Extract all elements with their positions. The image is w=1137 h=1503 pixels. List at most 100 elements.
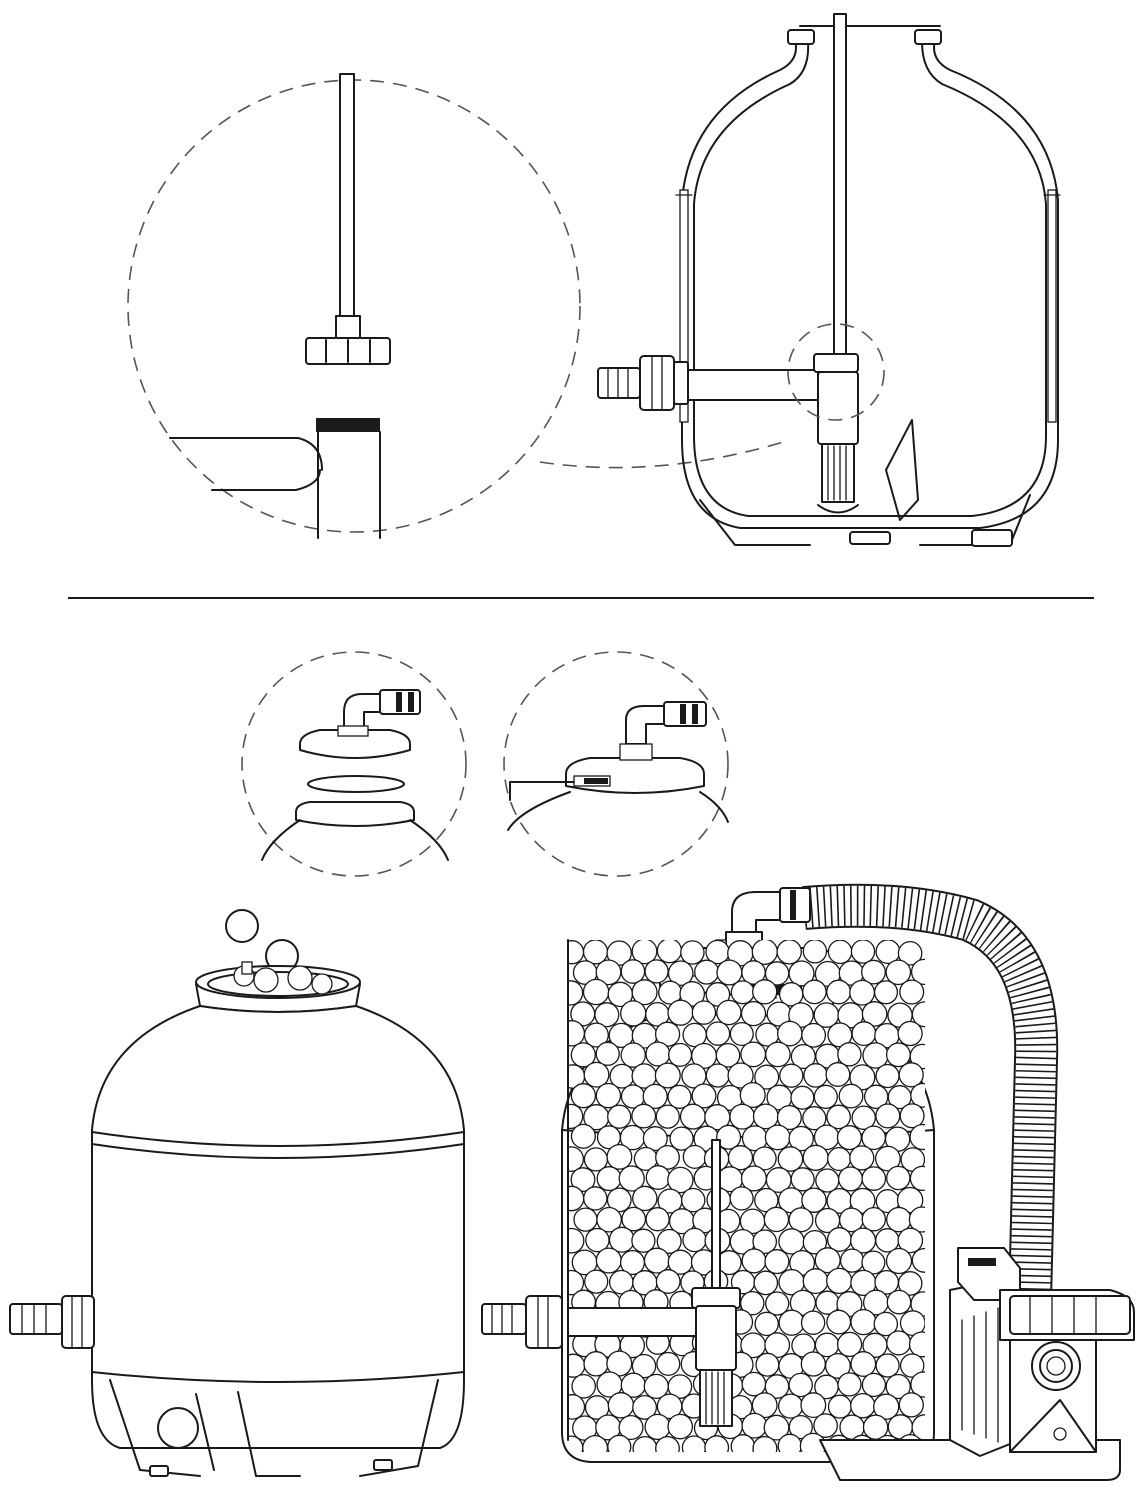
filter-ball (583, 1186, 608, 1211)
filter-ball (568, 1394, 586, 1420)
filter-ball (765, 1041, 791, 1068)
top-detail-callout (127, 73, 581, 539)
filter-ball (836, 1331, 863, 1358)
internal-inlet-pipe (567, 1307, 705, 1337)
filter-ball (908, 1331, 925, 1358)
filter-ball (621, 1206, 647, 1232)
filter-ball (849, 1187, 876, 1214)
filter-ball (691, 1000, 717, 1025)
filter-ball (705, 1021, 731, 1046)
filter-ball (897, 1020, 923, 1047)
filter-ball (568, 980, 584, 1006)
collector-screen (821, 443, 855, 503)
filter-ball (825, 1062, 851, 1087)
filter-ball (779, 1063, 804, 1088)
filter-ball (645, 1207, 670, 1232)
filter-ball (594, 1002, 620, 1028)
filter-ball (752, 1146, 777, 1171)
filter-ball (754, 1311, 779, 1337)
filter-ball (752, 1229, 778, 1255)
filter-ball (596, 1206, 622, 1233)
filter-ball (802, 1229, 828, 1255)
filter-ball (655, 1104, 680, 1129)
filter-ball (755, 1352, 780, 1377)
filter-ball-falling (225, 909, 259, 943)
filter-ball (655, 1144, 680, 1170)
filter-ball (751, 1392, 778, 1419)
filter-ball (645, 1165, 671, 1190)
filter-balls-fill (568, 940, 925, 1452)
filter-ball (777, 1146, 804, 1172)
filter-ball (788, 1372, 813, 1398)
filter-ball (911, 1247, 925, 1273)
filter-ball (861, 1250, 886, 1275)
filter-ball (875, 1353, 900, 1378)
filter-ball (715, 1042, 741, 1068)
filter-ball (669, 1126, 694, 1151)
filter-ball (764, 1332, 791, 1359)
filter-ball (595, 1041, 620, 1066)
filter-ball (727, 1145, 754, 1171)
filter-ball (815, 1168, 840, 1193)
filter-ball (851, 1105, 876, 1130)
filter-ball (910, 1371, 925, 1398)
filter-ball (897, 1271, 923, 1296)
collector-screen (699, 1369, 733, 1427)
filter-ball (682, 1227, 707, 1253)
filter-ball (777, 1393, 804, 1419)
filter-ball (668, 1042, 693, 1067)
filter-ball (837, 1372, 862, 1397)
center-rod (339, 73, 355, 317)
filter-ball (788, 1125, 814, 1152)
filter-ball (568, 1269, 585, 1296)
filter-ball (873, 1393, 900, 1420)
filter-ball (607, 1392, 635, 1419)
filter-ball (861, 1166, 887, 1191)
filter-ball (764, 1249, 790, 1275)
filter-ball (788, 960, 815, 987)
lid-clamp-callout (503, 651, 729, 877)
filter-ball (836, 1125, 862, 1151)
filter-ball (607, 1434, 632, 1452)
filter-ball (606, 1143, 633, 1170)
filter-ball (607, 1104, 632, 1129)
filter-ball (861, 1001, 888, 1027)
filter-ball (694, 959, 720, 985)
filter-ball (583, 1022, 609, 1048)
filter-ball (716, 1124, 742, 1150)
filter-ball (788, 1002, 814, 1028)
filter-ball (765, 1291, 790, 1316)
filter-ball (632, 1185, 658, 1212)
filter-ball (656, 1228, 682, 1254)
filter-ball (850, 940, 876, 964)
filter-ball (909, 1165, 925, 1192)
filter-ball (568, 1020, 586, 1047)
filter-ball (839, 1248, 865, 1273)
filter-ball (741, 1248, 767, 1274)
filter-ball (875, 1063, 900, 1089)
filter-ball (741, 1412, 768, 1439)
filter-ball (667, 960, 694, 987)
filter-ball (802, 979, 827, 1005)
filter-tank-left (9, 909, 465, 1477)
rod-collar (335, 315, 361, 339)
filter-ball (873, 980, 899, 1005)
filter-ball (573, 1207, 598, 1232)
filter-ball (763, 1206, 790, 1233)
filter-ball (800, 1310, 826, 1335)
filter-ball (631, 1228, 656, 1253)
detail-leader-arc (539, 439, 791, 469)
filter-ball (898, 1062, 924, 1088)
filter-ball (790, 1167, 815, 1192)
filter-ball (875, 1103, 901, 1129)
filter-ball (837, 1042, 862, 1067)
filter-ball (595, 1247, 622, 1274)
filter-ball (642, 1083, 668, 1110)
detail-circle-lid-exploded (241, 651, 467, 877)
filter-ball (667, 1413, 694, 1440)
filter-ball (802, 940, 828, 964)
pump-unit (949, 1247, 1135, 1457)
filter-ball (778, 1309, 805, 1336)
filter-ball (727, 1062, 754, 1089)
